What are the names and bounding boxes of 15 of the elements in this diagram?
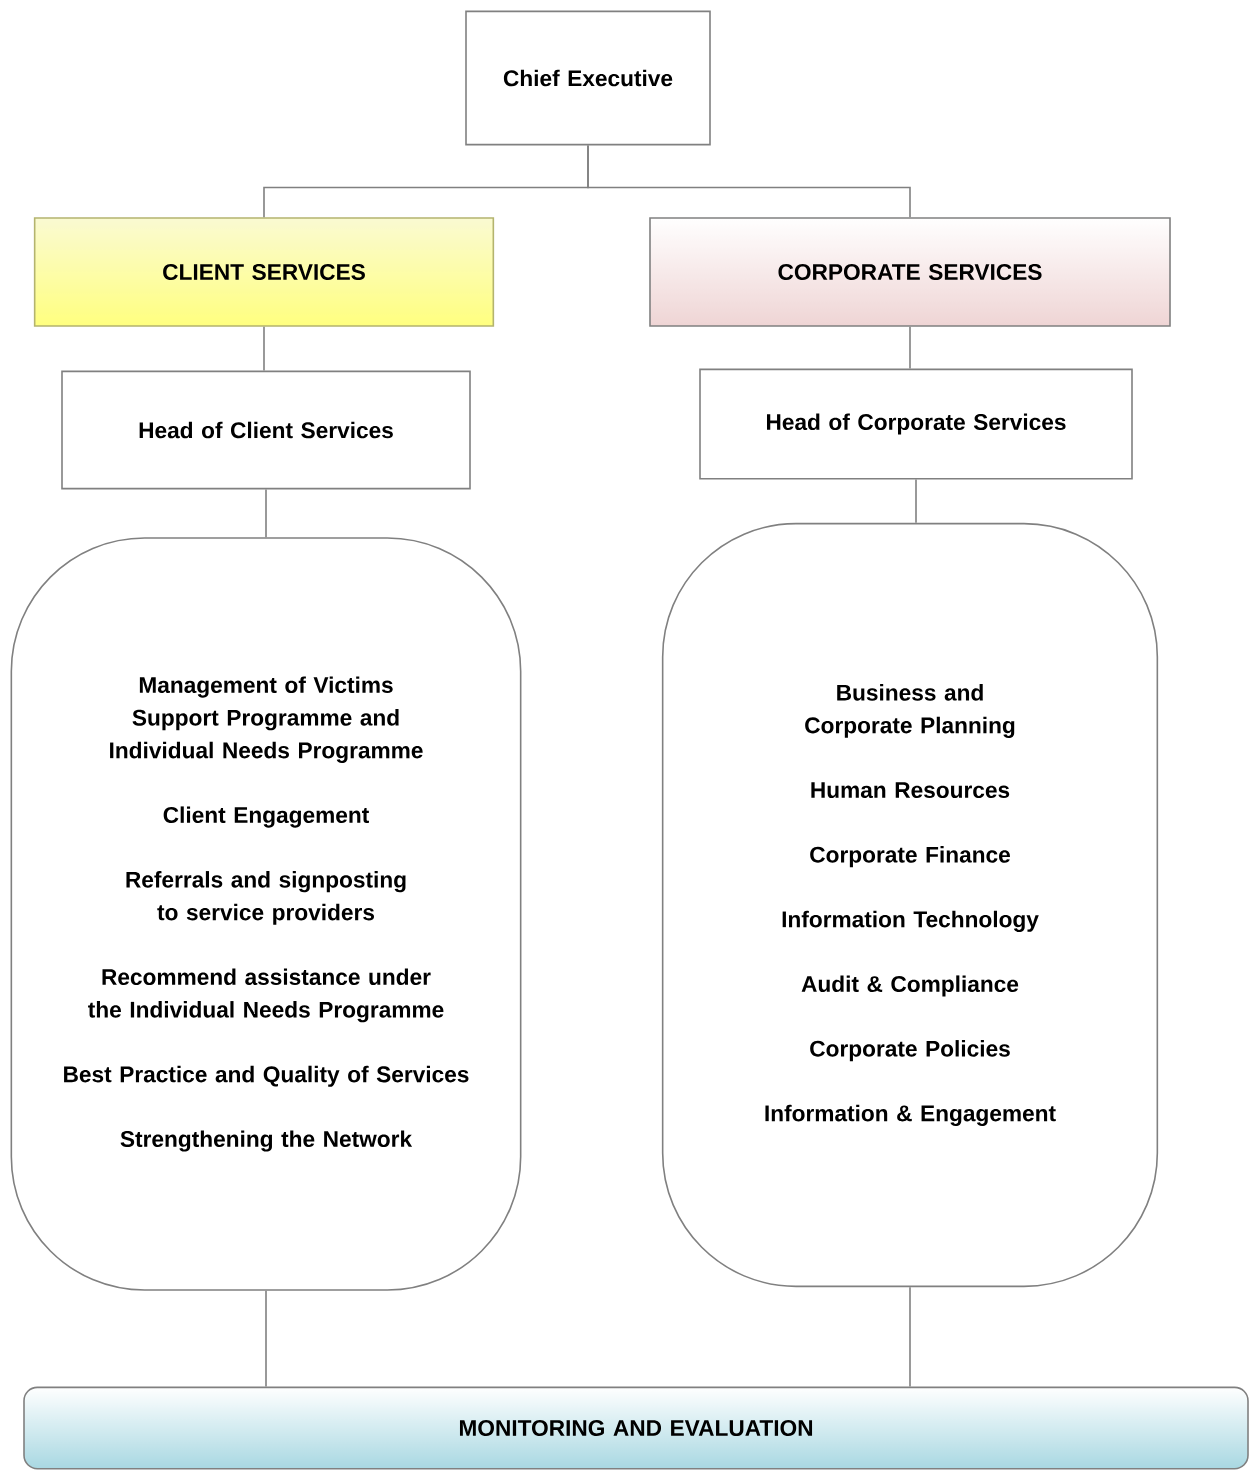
connector-line — [915, 478, 917, 524]
connector-line — [263, 326, 265, 372]
title-box: Chief Executive — [465, 10, 711, 146]
function-panel: Management of Victims Support Programme and Individual Needs Programme Client Engagement Referrals and signposting to service providers Recommend assistance under the Individual Needs Programme Best Practice and Quality of Services Strengthening the Network — [10, 537, 522, 1291]
connector-line — [587, 144, 911, 218]
head-box: Head of Client Services — [61, 370, 471, 490]
department-box: CORPORATE SERVICES — [649, 217, 1171, 327]
head-box: Head of Corporate Services — [699, 368, 1133, 480]
connector-line — [265, 488, 267, 538]
function-panel: Business and Corporate Planning Human Resources Corporate Finance Information Technology Audit & Compliance Corporate Policies Information & Engagement — [661, 522, 1159, 1288]
department-box: CLIENT SERVICES — [33, 217, 495, 327]
connector-line — [265, 1290, 267, 1388]
connector-line — [909, 1286, 911, 1388]
footer-bar: MONITORING AND EVALUATION — [23, 1386, 1249, 1470]
connector-line — [909, 326, 911, 370]
